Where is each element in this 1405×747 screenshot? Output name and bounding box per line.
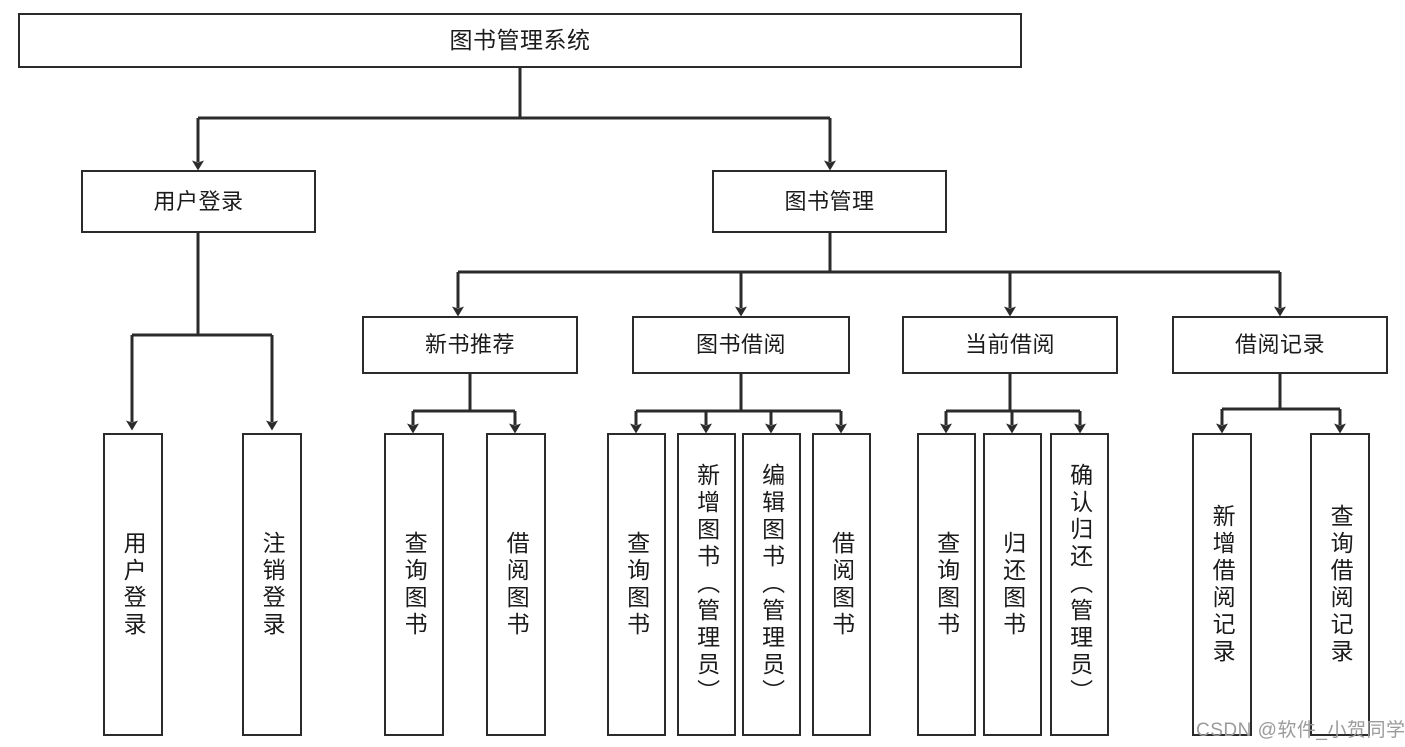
leaf-book-borrow-2[interactable]: 编辑图书（管理员） (742, 433, 801, 736)
node-root-system[interactable]: 图书管理系统 (18, 13, 1022, 68)
node-user-login[interactable]: 用户登录 (81, 170, 316, 233)
node-new-book-recommend[interactable]: 新书推荐 (362, 316, 578, 374)
node-label: 借阅记录 (1234, 332, 1325, 358)
leaf-current-borrow-0[interactable]: 查询图书 (917, 433, 976, 736)
node-borrow-record[interactable]: 借阅记录 (1172, 316, 1388, 374)
node-label: 用户登录 (120, 530, 147, 639)
leaf-current-borrow-1[interactable]: 归还图书 (983, 433, 1042, 736)
node-label: 图书借阅 (695, 332, 786, 358)
node-label: 新书推荐 (424, 332, 515, 358)
node-label: 查询图书 (623, 530, 650, 639)
leaf-current-borrow-2[interactable]: 确认归还（管理员） (1050, 433, 1109, 736)
leaf-new-book-0[interactable]: 查询图书 (384, 433, 444, 736)
node-label: 新增图书（管理员） (693, 463, 720, 706)
leaf-borrow-record-0[interactable]: 新增借阅记录 (1192, 433, 1252, 736)
leaf-borrow-record-1[interactable]: 查询借阅记录 (1310, 433, 1370, 736)
node-label: 确认归还（管理员） (1066, 463, 1093, 706)
node-label: 图书管理 (784, 188, 875, 214)
node-label: 用户登录 (153, 188, 244, 214)
node-label: 查询图书 (401, 530, 428, 639)
node-label: 查询借阅记录 (1327, 503, 1354, 666)
leaf-user-login-1[interactable]: 注销登录 (242, 433, 302, 736)
node-label: 新增借阅记录 (1209, 503, 1236, 666)
leaf-book-borrow-3[interactable]: 借阅图书 (812, 433, 871, 736)
node-label: 借阅图书 (503, 530, 530, 639)
node-label: 当前借阅 (964, 332, 1055, 358)
node-label: 图书管理系统 (449, 26, 591, 53)
leaf-book-borrow-0[interactable]: 查询图书 (607, 433, 666, 736)
node-label: 编辑图书（管理员） (758, 463, 785, 706)
node-book-borrow[interactable]: 图书借阅 (632, 316, 850, 374)
node-label: 归还图书 (999, 530, 1026, 639)
node-label: 借阅图书 (828, 530, 855, 639)
node-label: 注销登录 (259, 530, 286, 639)
leaf-new-book-1[interactable]: 借阅图书 (486, 433, 546, 736)
leaf-user-login-0[interactable]: 用户登录 (103, 433, 163, 736)
leaf-book-borrow-1[interactable]: 新增图书（管理员） (677, 433, 736, 736)
node-book-manage[interactable]: 图书管理 (712, 170, 947, 233)
node-label: 查询图书 (933, 530, 960, 639)
node-current-borrow[interactable]: 当前借阅 (902, 316, 1118, 374)
